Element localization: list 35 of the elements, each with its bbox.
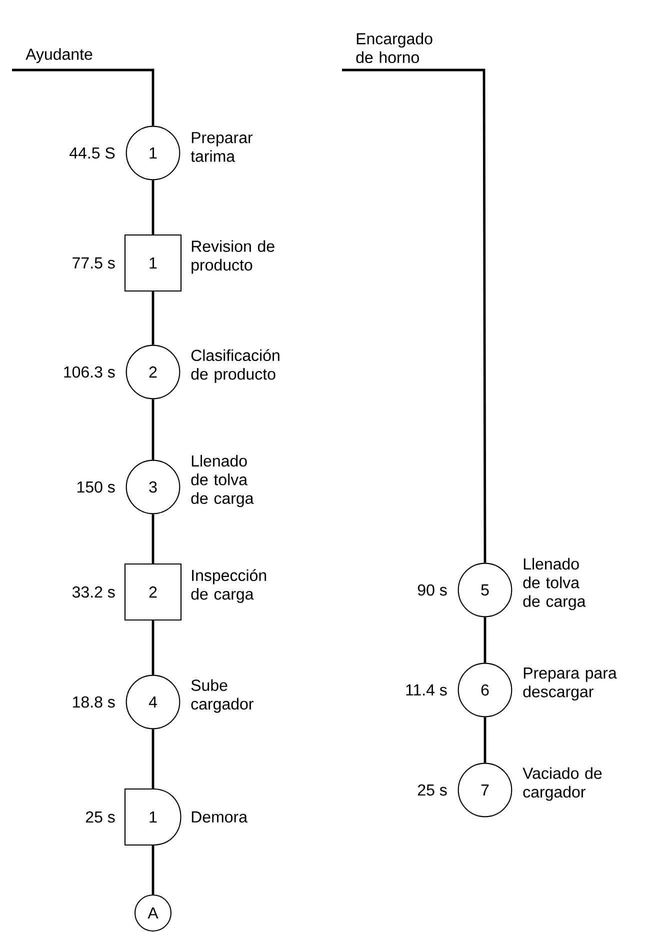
- time-label: 77.5 s: [72, 257, 115, 269]
- inspection-square: 2: [124, 563, 182, 621]
- activity-label: Llenado de tolva de carga: [191, 454, 254, 508]
- time-label: 150 s: [77, 481, 115, 493]
- activity-label: Demora: [192, 811, 248, 823]
- time-label: 90 s: [418, 584, 447, 596]
- time-label: 18.8 s: [73, 696, 115, 708]
- flow-line: [152, 620, 154, 675]
- activity-label: Vaciado de cargador: [522, 767, 602, 801]
- inspection-square: 1: [124, 234, 182, 292]
- time-label: 25 s: [86, 811, 115, 823]
- time-label: 33.2 s: [72, 586, 115, 598]
- time-label: 44.5 S: [70, 147, 115, 159]
- flow-line: [152, 514, 154, 564]
- flow-line: [152, 729, 154, 789]
- activity-label: Prepara para descargar: [523, 668, 617, 700]
- flow-line: [152, 845, 154, 894]
- flow-line: [152, 399, 154, 460]
- time-label: 106.3 s: [64, 366, 115, 378]
- lane-header: Ayudante: [26, 48, 92, 64]
- activity-label: Inspección de carga: [191, 569, 266, 603]
- activity-label: Revision de producto: [192, 240, 274, 274]
- flow-line: [12, 68, 154, 126]
- lane-header: Encargado de horno: [356, 32, 432, 64]
- flow-line: [484, 717, 486, 763]
- activity-label: Clasificación de producto: [191, 349, 280, 383]
- flow-line: [342, 68, 486, 563]
- activity-label: Llenado de tolva de carga: [523, 558, 586, 610]
- flow-line: [152, 292, 154, 345]
- activity-label: Preparar tarima: [190, 132, 253, 162]
- flow-line: [484, 617, 486, 663]
- activity-label: Sube cargador: [191, 679, 254, 713]
- time-label: 25 s: [418, 784, 447, 796]
- flow-line: [152, 180, 154, 234]
- time-label: 11.4 s: [406, 684, 447, 696]
